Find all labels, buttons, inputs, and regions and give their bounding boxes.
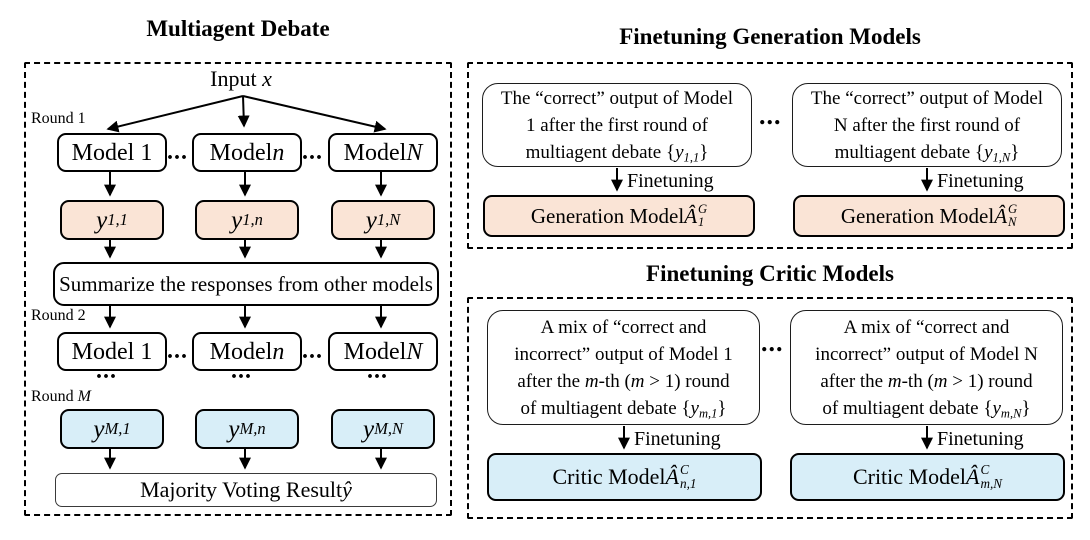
majority-voting-box: Majority Voting Result ŷ: [55, 473, 437, 507]
note-line: The “correct” output of Model: [810, 87, 1044, 109]
ellipsis-col3: ...: [367, 358, 388, 384]
summarize-box: Summarize the responses from other model…: [53, 262, 439, 306]
note-line: incorrect” output of Model N: [815, 343, 1038, 365]
ellipsis-critic: ...: [761, 328, 784, 357]
note-line: after the m-th (m > 1) round: [517, 370, 730, 392]
note-line: multiagent debate {y1,N}: [834, 141, 1020, 164]
critic-note-right: A mix of “correct and incorrect” output …: [790, 310, 1063, 425]
finetuning-label-critic-left: Finetuning: [634, 428, 721, 450]
round-2-label: Round 2: [31, 307, 86, 324]
model-1-row2-box: Model 1: [57, 332, 167, 371]
model-N-row1-box: Model N: [328, 133, 438, 172]
finetuning-label-gen-left: Finetuning: [627, 170, 714, 192]
note-line: N after the first round of: [833, 114, 1021, 136]
round-1-label: Round 1: [31, 110, 86, 127]
input-label: Input x: [210, 66, 272, 91]
note-line: 1 after the first round of: [525, 114, 709, 136]
ellipsis-col1: ...: [96, 358, 117, 384]
finetuning-label-critic-right: Finetuning: [937, 428, 1024, 450]
note-line: of multiagent debate {ym,N}: [822, 397, 1031, 420]
note-line: incorrect” output of Model 1: [514, 343, 733, 365]
debate-panel: [24, 62, 452, 516]
critic-note-left: A mix of “correct and incorrect” output …: [487, 310, 760, 425]
ellipsis-row2-left: ...: [167, 338, 188, 364]
generation-title: Finetuning Generation Models: [619, 24, 921, 49]
generation-panel: [467, 62, 1073, 249]
note-line: A mix of “correct and: [843, 316, 1010, 338]
note-line: The “correct” output of Model: [500, 87, 734, 109]
model-n-row2-box: Model n: [192, 332, 302, 371]
note-line: multiagent debate {y1,1}: [525, 141, 709, 164]
ellipsis-row2-right: ...: [302, 338, 323, 364]
ellipsis-generation: ...: [759, 101, 782, 130]
model-n-row1-box: Model n: [192, 133, 302, 172]
ellipsis-row1-left: ...: [167, 139, 188, 165]
generation-note-left: The “correct” output of Model 1 after th…: [482, 83, 752, 167]
critic-panel: [467, 297, 1073, 519]
generation-note-right: The “correct” output of Model N after th…: [792, 83, 1062, 167]
debate-title: Multiagent Debate: [146, 16, 330, 41]
finetuning-label-gen-right: Finetuning: [937, 170, 1024, 192]
round-M-label: Round M: [31, 388, 91, 405]
model-N-row2-box: Model N: [328, 332, 438, 371]
ellipsis-col2: ...: [231, 358, 252, 384]
note-line: of multiagent debate {ym,1}: [520, 397, 727, 420]
critic-title: Finetuning Critic Models: [646, 261, 894, 286]
ellipsis-row1-right: ...: [302, 139, 323, 165]
note-line: after the m-th (m > 1) round: [820, 370, 1033, 392]
note-line: A mix of “correct and: [540, 316, 707, 338]
model-1-row1-box: Model 1: [57, 133, 167, 172]
